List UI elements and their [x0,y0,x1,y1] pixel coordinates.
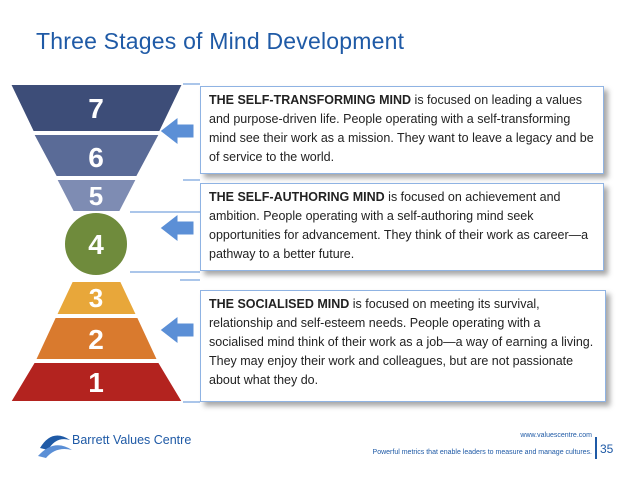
level-6-segment [31,133,162,178]
level-3-segment [54,280,139,316]
stage-description: is focused on achievement and ambition. … [209,190,589,261]
footer-tagline: Powerful metrics that enable leaders to … [372,449,592,456]
level-number: 2 [88,324,104,355]
barrett-logo-icon [38,435,72,458]
stage-heading: THE SELF-TRANSFORMING MIND [209,93,412,107]
left-arrow-icon [159,212,195,244]
self-transforming-mind-box: THE SELF-TRANSFORMING MIND is focused on… [200,86,604,174]
left-arrow-icon [159,115,195,147]
logo-text: Barrett Values Centre [72,433,192,447]
footer-url: www.valuescentre.com [520,432,592,439]
stage-description: is focused on meeting its survival, rela… [209,297,594,387]
level-4-circle [63,211,129,277]
footer-divider [595,437,597,459]
stage-heading: THE SOCIALISED MIND [209,297,350,311]
page-number: 35 [600,442,614,456]
level-number: 3 [89,283,103,313]
level-number: 7 [88,93,104,124]
slide-title: Three Stages of Mind Development [36,28,405,54]
level-5-segment [54,178,139,213]
level-2-segment [33,316,160,361]
stage-heading: THE SELF-AUTHORING MIND [209,190,385,204]
level-7-segment [8,83,185,133]
socialised-mind-box: THE SOCIALISED MIND is focused on meetin… [200,290,606,402]
level-number: 4 [88,229,104,260]
self-authoring-mind-box: THE SELF-AUTHORING MIND is focused on ac… [200,183,604,271]
level-number: 5 [89,181,103,211]
level-number: 6 [88,142,104,173]
left-arrow-icon [159,314,195,346]
stage-description: is focused on leading a values and purpo… [209,93,594,164]
level-number: 1 [88,367,104,398]
